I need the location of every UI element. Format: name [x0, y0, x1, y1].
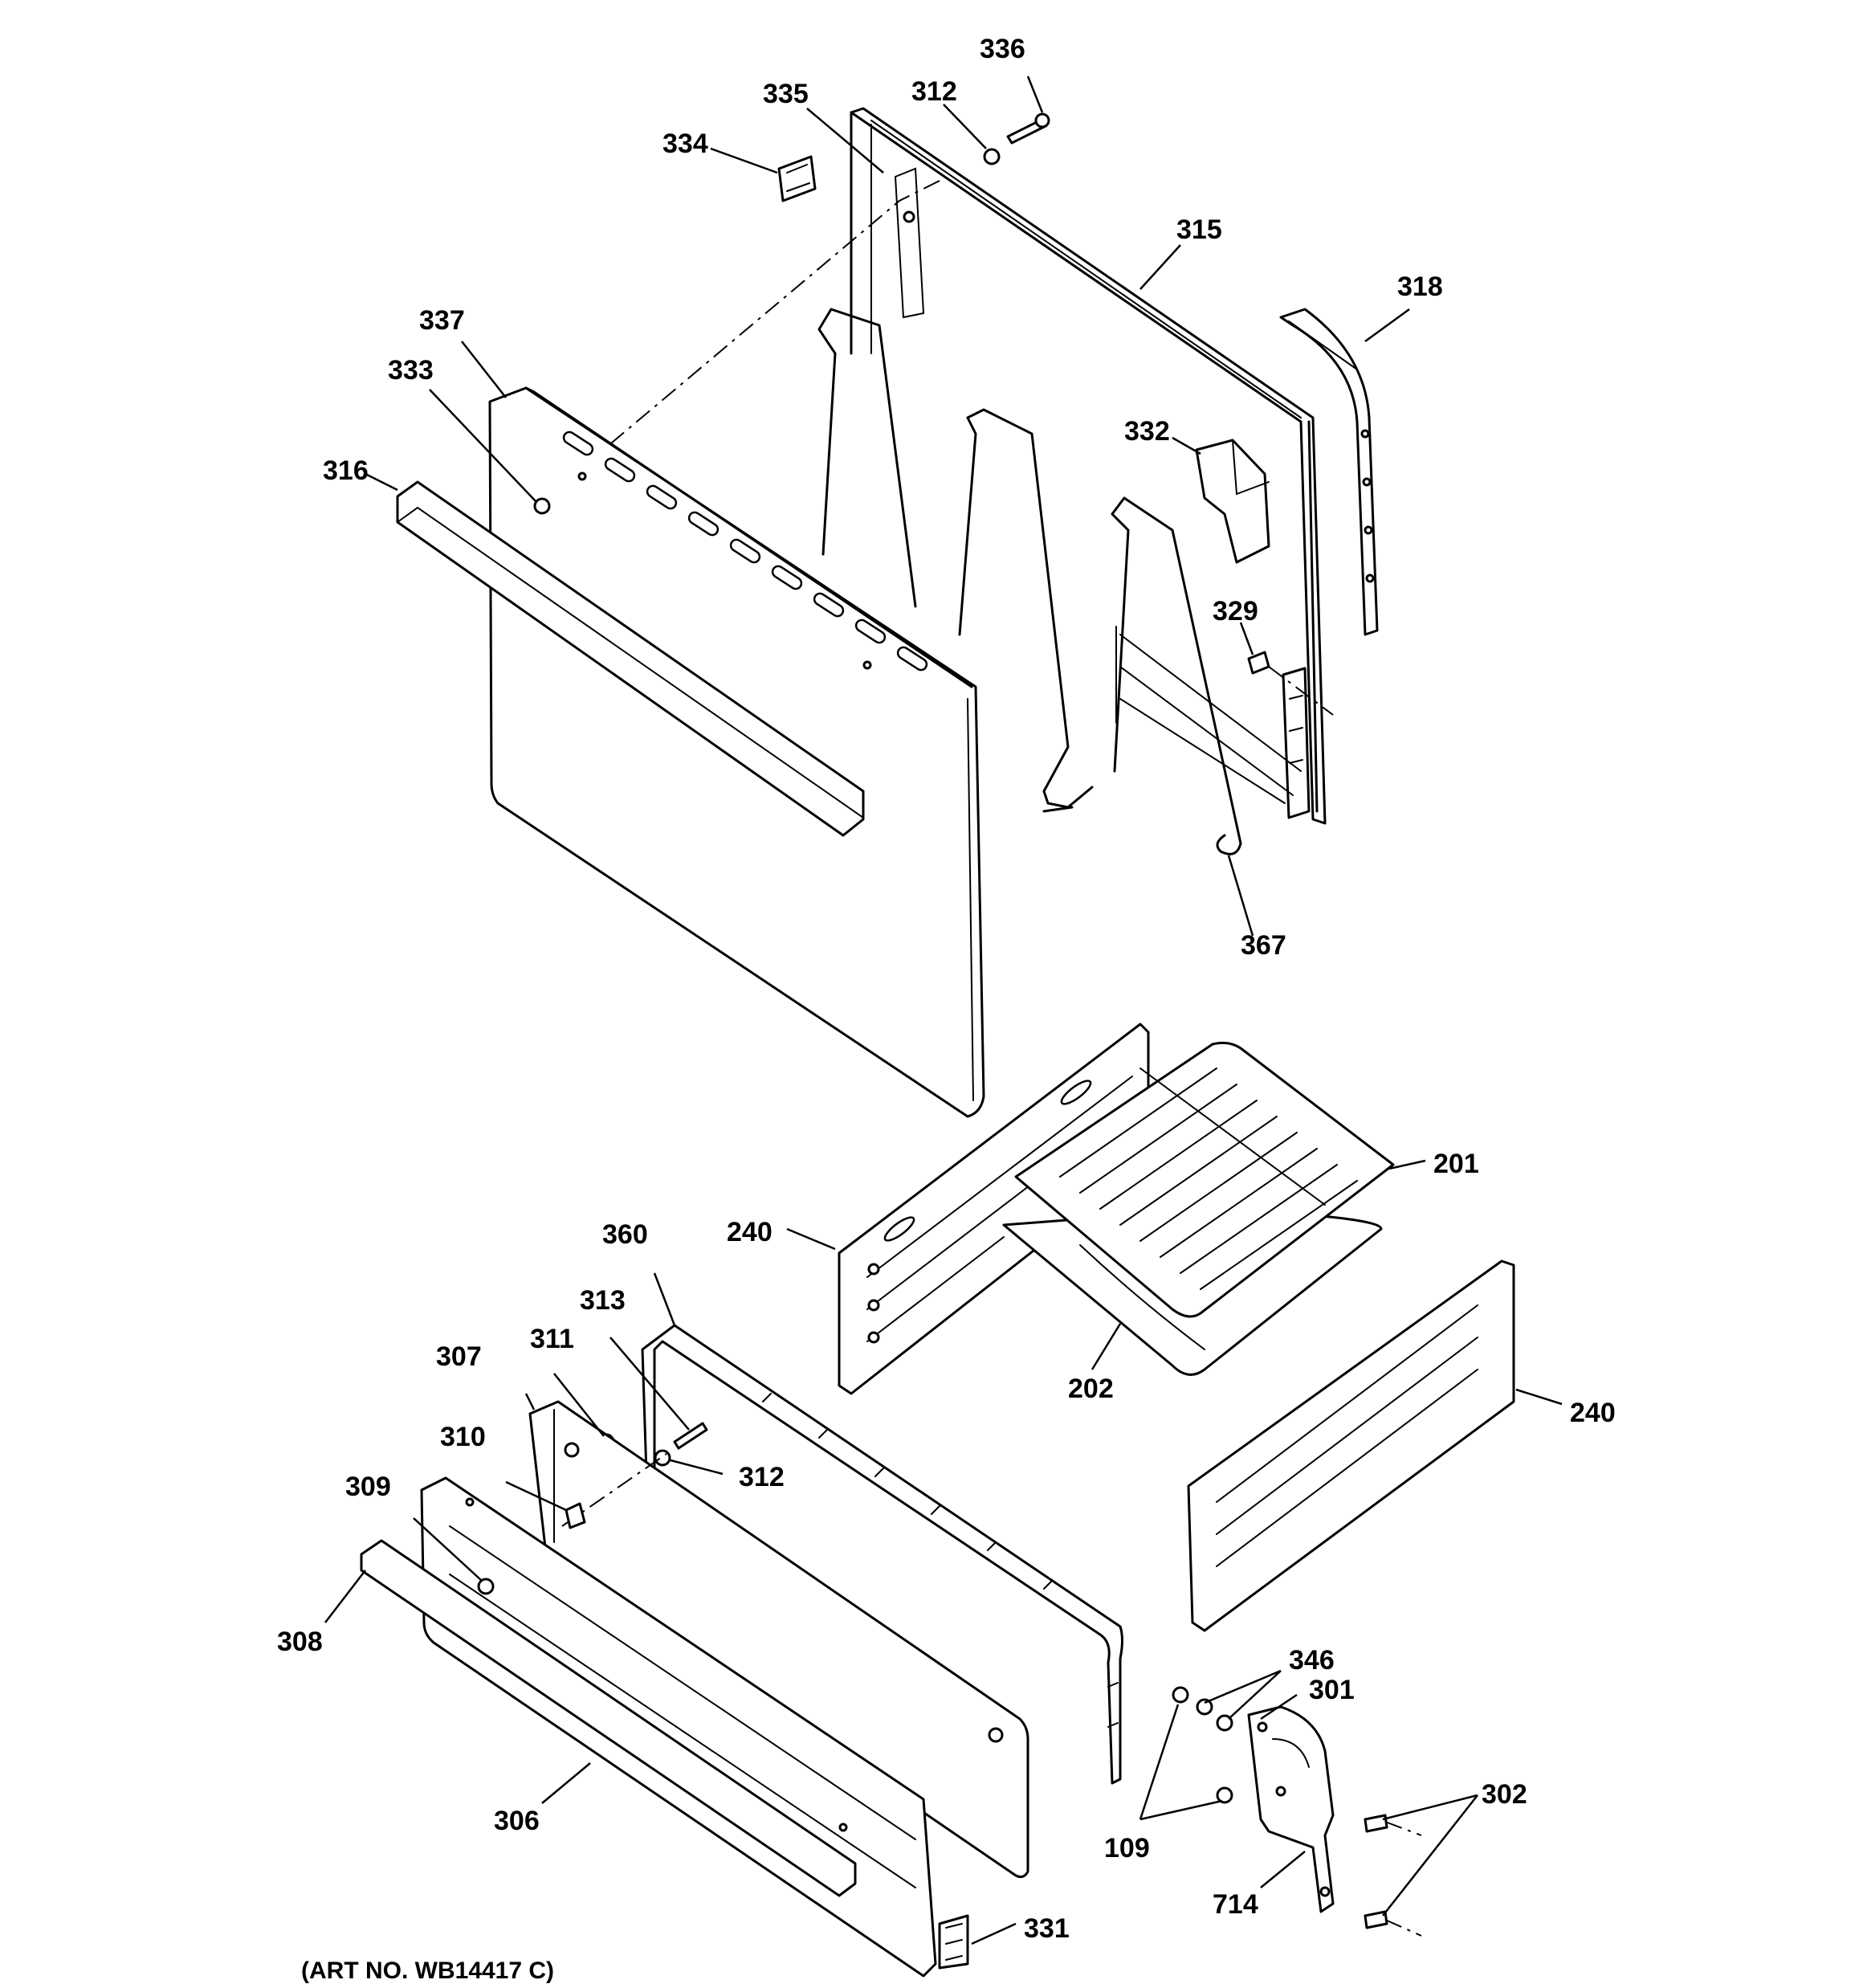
drawer-front-307 — [528, 1400, 1029, 1879]
callout-332: 332 — [1124, 416, 1170, 447]
drawer-slide-331 — [938, 1914, 969, 1970]
art-number: (ART NO. WB14417 C) — [301, 1957, 554, 1984]
callout-312-top: 312 — [911, 76, 957, 107]
screw-333 — [533, 497, 551, 515]
callout-318: 318 — [1397, 271, 1443, 302]
callout-302: 302 — [1482, 1779, 1527, 1810]
callout-367: 367 — [1241, 930, 1286, 961]
callout-333: 333 — [388, 355, 434, 386]
callout-311: 311 — [530, 1324, 574, 1354]
callout-360: 360 — [602, 1219, 648, 1250]
screw-336 — [1006, 112, 1050, 145]
callout-310: 310 — [440, 1422, 486, 1452]
alignment-line-top — [545, 180, 940, 499]
callout-337: 337 — [419, 305, 465, 336]
callout-312-drawer: 312 — [739, 1462, 785, 1492]
callout-301: 301 — [1309, 1675, 1355, 1705]
callout-labels: 336 335 312 334 315 318 337 333 316 332 … — [277, 34, 1616, 1944]
callout-315: 315 — [1176, 214, 1222, 245]
door-handle-316 — [396, 480, 865, 837]
bracket-334 — [777, 155, 817, 202]
callout-306: 306 — [494, 1806, 540, 1836]
side-panel-240-right — [1187, 1259, 1515, 1632]
callout-316: 316 — [323, 455, 369, 486]
clip-310 — [565, 1502, 586, 1529]
broiler-pan-grid-201 — [1014, 1041, 1395, 1318]
hinge-hardware — [1172, 1686, 1422, 1937]
callout-336: 336 — [980, 34, 1025, 64]
callout-201: 201 — [1433, 1149, 1479, 1179]
callout-202: 202 — [1068, 1374, 1114, 1404]
callout-240-right: 240 — [1570, 1398, 1616, 1428]
door-wire-hangers — [817, 308, 1242, 855]
callout-329: 329 — [1213, 596, 1258, 627]
insulation-332 — [1195, 439, 1270, 564]
door-vent-slots — [562, 431, 928, 672]
washer-312-drawer — [654, 1449, 671, 1467]
callout-309: 309 — [345, 1472, 391, 1502]
clip-329 — [1247, 651, 1334, 716]
leader-lines — [324, 76, 1563, 1945]
callout-307: 307 — [436, 1341, 482, 1372]
drawer-handle-308 — [360, 1539, 857, 1897]
callout-109: 109 — [1104, 1833, 1150, 1863]
callout-335: 335 — [763, 79, 809, 109]
callout-331: 331 — [1024, 1913, 1070, 1944]
callout-714: 714 — [1213, 1889, 1258, 1920]
callout-240-left: 240 — [727, 1217, 773, 1247]
callout-346: 346 — [1289, 1645, 1335, 1676]
door-seal-strip-318 — [1279, 308, 1379, 636]
screw-313 — [673, 1422, 708, 1450]
washer-312-top — [983, 148, 1001, 165]
drawer-frame-360 — [641, 1324, 1123, 1785]
callout-334: 334 — [662, 129, 708, 159]
callout-313: 313 — [580, 1285, 626, 1316]
callout-308: 308 — [277, 1627, 323, 1657]
